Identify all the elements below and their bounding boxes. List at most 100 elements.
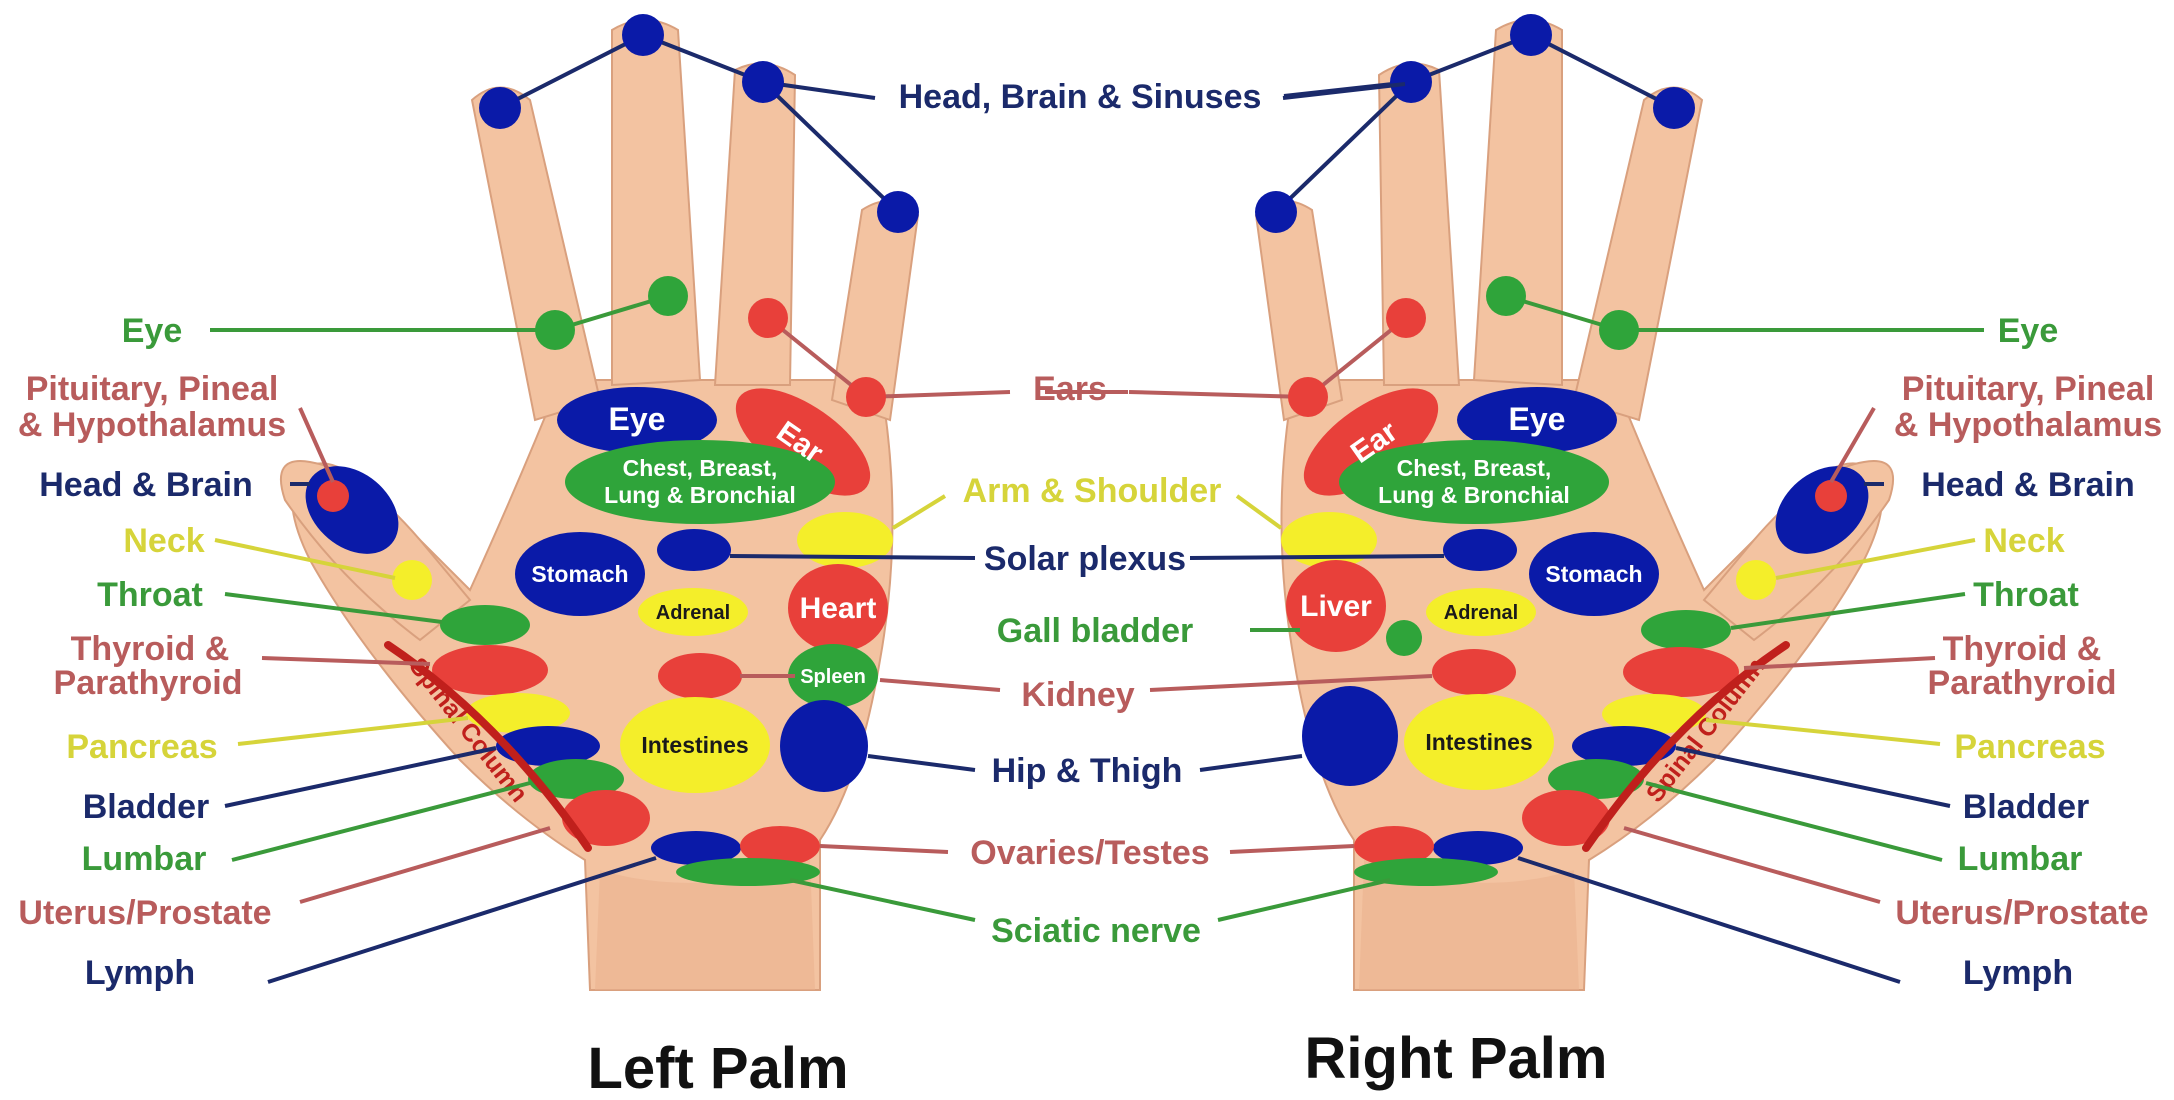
left-zone-neck bbox=[392, 560, 432, 600]
left-hand bbox=[210, 14, 1011, 991]
label-arm-shoulder: Arm & Shoulder bbox=[963, 472, 1222, 510]
right-label-pituitary-2: & Hypothalamus bbox=[1894, 406, 2162, 444]
right-zone-kidney bbox=[1432, 649, 1516, 695]
right-palm-title: Right Palm bbox=[1305, 1026, 1608, 1091]
right-zone-throat bbox=[1641, 610, 1731, 650]
left-zone-adrenal bbox=[638, 588, 748, 636]
right-label-head-brain: Head & Brain bbox=[1921, 466, 2135, 504]
left-zone-chest-label-2: Lung & Bronchial bbox=[604, 482, 796, 508]
right-label-pituitary-1: Pituitary, Pineal bbox=[1902, 370, 2155, 408]
right-zone-neck bbox=[1736, 560, 1776, 600]
label-sciatic-nerve: Sciatic nerve bbox=[991, 912, 1201, 950]
label-gall-bladder: Gall bladder bbox=[997, 612, 1194, 650]
right-zone-ear bbox=[1303, 388, 1439, 496]
right-zone-adrenal-label: Adrenal bbox=[1444, 602, 1518, 624]
left-label-lymph: Lymph bbox=[85, 954, 195, 992]
right-zone-gall-bladder bbox=[1386, 620, 1422, 656]
right-zone-pituitary bbox=[1815, 480, 1847, 512]
right-zone-ovaries bbox=[1354, 826, 1434, 866]
label-solar-plexus: Solar plexus bbox=[984, 540, 1186, 578]
left-zone-ovaries bbox=[740, 826, 820, 866]
right-spine-lumbar bbox=[1548, 759, 1644, 799]
left-zone-adrenal-label: Adrenal bbox=[656, 602, 730, 624]
left-eye-points bbox=[210, 276, 688, 350]
left-label-eye: Eye bbox=[122, 312, 183, 350]
left-zone-spleen-label: Spleen bbox=[800, 666, 866, 688]
right-zone-head-brain bbox=[1775, 466, 1869, 554]
left-ear-points bbox=[748, 298, 1011, 417]
center-leader-lines bbox=[729, 82, 1445, 922]
right-ear-points bbox=[1128, 298, 1426, 417]
right-side-leader-lines bbox=[1517, 406, 1976, 984]
left-side-leader-lines bbox=[214, 407, 657, 984]
left-zone-heart bbox=[788, 564, 888, 652]
right-label-throat: Throat bbox=[1973, 576, 2079, 614]
right-zone-chest bbox=[1339, 440, 1609, 524]
right-zone-solar-plexus bbox=[1443, 529, 1517, 571]
right-head-brain-points bbox=[1255, 14, 1695, 233]
left-spine-uterus bbox=[562, 790, 650, 846]
label-head-brain-sinuses: Head, Brain & Sinuses bbox=[899, 78, 1262, 116]
left-zone-stomach bbox=[515, 532, 645, 616]
right-zone-adrenal bbox=[1426, 588, 1536, 636]
left-label-head-brain: Head & Brain bbox=[39, 466, 253, 504]
left-zone-arm-shoulder bbox=[797, 512, 893, 568]
left-label-lumbar: Lumbar bbox=[82, 840, 207, 878]
left-zone-lymph bbox=[651, 831, 741, 865]
left-label-thyroid-2: Parathyroid bbox=[54, 664, 243, 702]
left-zone-kidney bbox=[658, 653, 742, 699]
right-zone-liver-label: Liver bbox=[1300, 590, 1372, 623]
label-kidney: Kidney bbox=[1021, 676, 1134, 714]
left-zone-stomach-label: Stomach bbox=[531, 561, 628, 587]
right-spine-thyroid bbox=[1623, 647, 1739, 697]
left-zone-heart-label: Heart bbox=[800, 592, 877, 625]
right-hand bbox=[1128, 14, 1984, 991]
right-zone-liver bbox=[1286, 560, 1386, 652]
left-label-pancreas: Pancreas bbox=[66, 728, 217, 766]
left-zone-intestines-label: Intestines bbox=[641, 732, 748, 758]
right-zone-eye-label: Eye bbox=[1509, 401, 1566, 437]
right-spine-bladder bbox=[1572, 726, 1676, 766]
right-label-neck: Neck bbox=[1983, 522, 2064, 560]
left-palm-title: Left Palm bbox=[587, 1036, 848, 1100]
left-label-pituitary-2: & Hypothalamus bbox=[18, 406, 286, 444]
left-head-brain-points bbox=[479, 14, 919, 233]
right-label-thyroid-2: Parathyroid bbox=[1928, 664, 2117, 702]
left-zone-chest bbox=[565, 440, 835, 524]
left-zone-throat bbox=[440, 605, 530, 645]
left-label-neck: Neck bbox=[123, 522, 204, 560]
right-zone-intestines-label: Intestines bbox=[1425, 729, 1532, 755]
left-zone-eye bbox=[557, 387, 717, 453]
right-spine-line bbox=[1582, 641, 1790, 852]
left-zone-ear bbox=[735, 388, 871, 496]
left-label-pituitary-1: Pituitary, Pineal bbox=[26, 370, 279, 408]
right-zone-stomach-label: Stomach bbox=[1545, 561, 1642, 587]
right-label-eye: Eye bbox=[1998, 312, 2059, 350]
right-zone-stomach bbox=[1529, 532, 1659, 616]
right-label-lymph: Lymph bbox=[1963, 954, 2073, 992]
left-spine-lumbar bbox=[528, 759, 624, 799]
left-zone-sciatic bbox=[676, 858, 820, 886]
label-ovaries-testes: Ovaries/Testes bbox=[970, 834, 1209, 872]
right-zone-lymph bbox=[1433, 831, 1523, 865]
right-zone-chest-label-2: Lung & Bronchial bbox=[1378, 482, 1570, 508]
right-spine-uterus bbox=[1522, 790, 1610, 846]
right-label-pancreas: Pancreas bbox=[1954, 728, 2105, 766]
right-label-lumbar: Lumbar bbox=[1958, 840, 2083, 878]
left-label-thyroid-1: Thyroid & bbox=[71, 630, 230, 668]
left-zone-hip-thigh bbox=[780, 700, 868, 792]
right-zone-eye bbox=[1457, 387, 1617, 453]
label-hip-thigh: Hip & Thigh bbox=[992, 752, 1183, 790]
left-spine-pancreas bbox=[466, 693, 570, 733]
label-ears: Ears bbox=[1033, 370, 1107, 408]
right-zone-intestines bbox=[1404, 694, 1554, 790]
left-zone-solar-plexus bbox=[657, 529, 731, 571]
left-label-bladder: Bladder bbox=[83, 788, 210, 826]
right-zone-arm-shoulder bbox=[1281, 512, 1377, 568]
left-spine-bladder bbox=[496, 726, 600, 766]
right-label-uterus-prostate: Uterus/Prostate bbox=[1895, 894, 2148, 932]
right-zone-hip-thigh bbox=[1302, 686, 1398, 786]
left-zone-intestines bbox=[620, 697, 770, 793]
right-label-thyroid-1: Thyroid & bbox=[1943, 630, 2102, 668]
left-zone-eye-label: Eye bbox=[609, 401, 666, 437]
